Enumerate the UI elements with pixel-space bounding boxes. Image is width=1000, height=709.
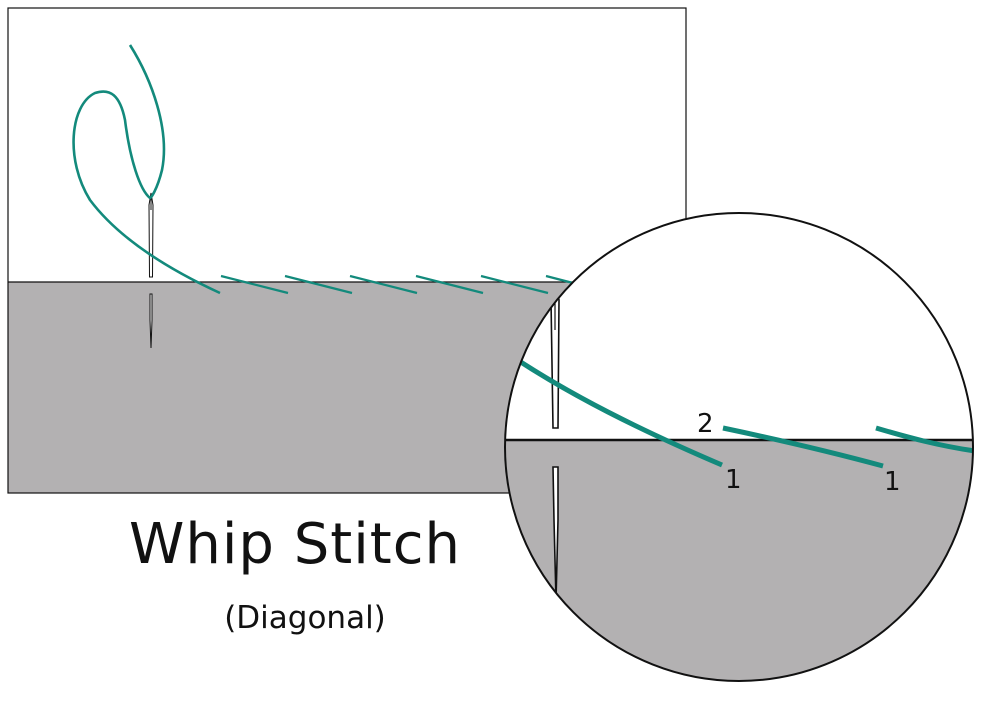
- diagram-subtitle: (Diagonal): [224, 600, 386, 636]
- stitch: [480, 274, 549, 295]
- needle-tip-icon: [149, 293, 153, 349]
- zoom-circle-border: [504, 212, 974, 682]
- zoom-label-2: 2: [697, 409, 714, 439]
- zoom-label-1-left: 1: [725, 465, 742, 495]
- zoom-thread-incoming: [508, 352, 723, 468]
- upper-fabric: [8, 8, 686, 282]
- stitch: [284, 274, 353, 295]
- zoom-needle-icon: [550, 279, 560, 601]
- zoom-thread-stitch: [722, 425, 884, 469]
- diagram-title: Whip Stitch: [128, 512, 462, 577]
- needle-icon: [148, 192, 154, 278]
- zoom-circle: 2 1 1: [504, 212, 974, 682]
- stitch: [415, 274, 484, 295]
- stitch: [220, 274, 289, 295]
- zoom-label-1-right: 1: [884, 467, 901, 497]
- thread-loop: [72, 44, 221, 295]
- stitch: [349, 274, 418, 295]
- zoom-thread-next: [875, 425, 973, 454]
